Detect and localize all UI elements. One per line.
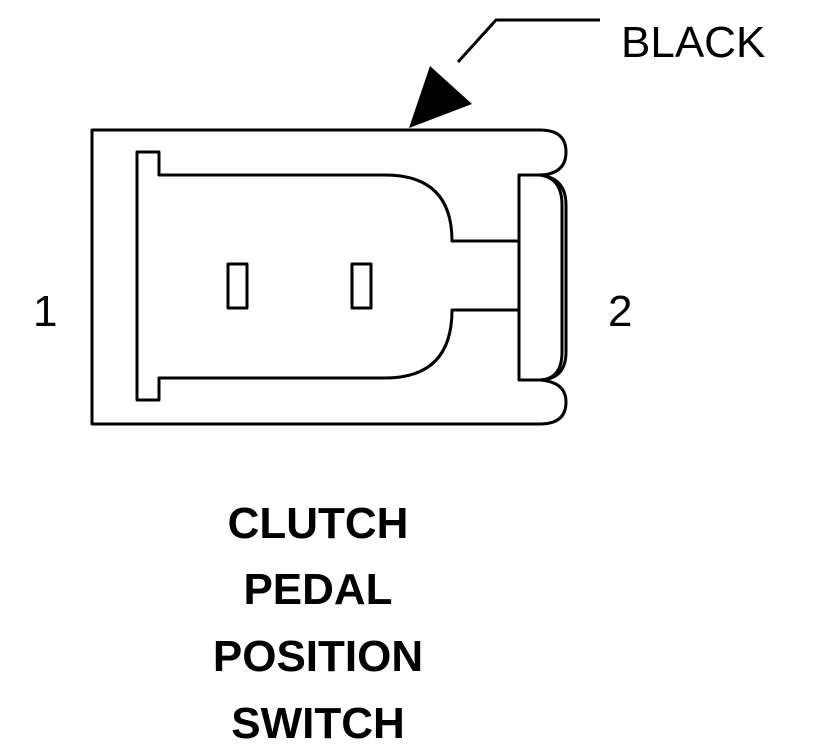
terminal-slot-2	[350, 262, 373, 310]
callout-leader-line	[456, 18, 600, 64]
title-line-2: PEDAL	[243, 565, 393, 614]
connector-cavity	[135, 150, 564, 402]
terminal-slot-1	[226, 262, 249, 310]
title-line-1: CLUTCH	[227, 499, 409, 548]
title-line-3: POSITION	[212, 632, 424, 681]
callout-arrow-icon	[409, 66, 472, 128]
title-line-4: SWITCH	[231, 699, 405, 748]
pin-label-1: 1	[33, 287, 57, 336]
pin-label-2: 2	[608, 287, 632, 336]
callout-label: BLACK	[621, 18, 765, 67]
connector-housing	[90, 128, 568, 426]
